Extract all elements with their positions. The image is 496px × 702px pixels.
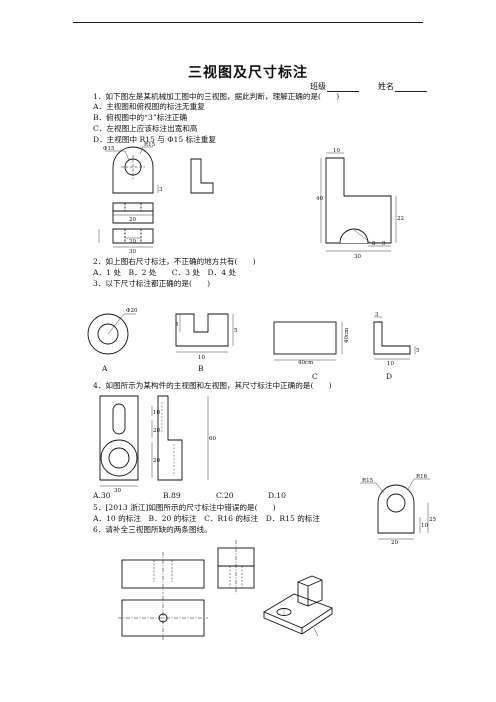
q4-option-d: D.10 — [268, 491, 286, 500]
dim-fd-w: 10 — [387, 361, 394, 367]
dim-f1-w30: 30 — [129, 249, 136, 255]
q6-stem: 6．请补全三视图所缺的两条图线。 — [93, 525, 212, 534]
dim-f1-3: 3 — [159, 187, 163, 193]
q4-option-a: A.30 — [93, 491, 111, 500]
dim-fb-w: 10 — [198, 355, 205, 361]
dim-f5-w20: 20 — [391, 540, 398, 546]
figure-q3-d: 3 5 10 — [373, 312, 420, 367]
dim-f5-d25: 25 — [429, 517, 436, 523]
q1-option-a: A．主视图和俯视图的标注无重复 — [93, 102, 205, 111]
q3-label-d: D — [386, 372, 393, 381]
q3-label-b: B — [198, 364, 204, 373]
figure-q6-views — [118, 540, 255, 640]
name-blank — [395, 83, 427, 92]
dim-f5-r15: R15 — [362, 478, 374, 484]
dim-f4-b: 20 — [153, 428, 160, 434]
q3-stem: 3．以下尺寸标注都正确的是( ) — [93, 279, 211, 288]
dim-f4-c: 20 — [153, 458, 160, 464]
dim-fd-b: 5 — [416, 348, 420, 354]
dim-f2-h40: 40 — [316, 196, 323, 202]
dim-f2-h22: 22 — [397, 216, 404, 222]
figure-q3-a: Φ20 — [87, 308, 138, 355]
figure-q5: R15 R16 10 25 20 — [360, 474, 436, 546]
dim-fb-a: 5 — [175, 322, 179, 328]
q5-options: A．10 的标注 B．20 的标注 C．R16 的标注 D．R15 的标注 — [93, 514, 320, 523]
dim-f1-w20: 20 — [129, 217, 136, 223]
class-field: 班级 — [310, 81, 359, 92]
figure-q2-front-view: 10 40 22 8 9 30 — [316, 148, 404, 260]
class-label: 班级 — [310, 82, 326, 91]
dim-f4-h: 60 — [209, 436, 216, 442]
page-title: 三视图及尺寸标注 — [188, 65, 308, 81]
name-field: 姓名 — [378, 81, 427, 92]
name-label: 姓名 — [378, 82, 394, 91]
figure-q3-b: 5 5 10 — [175, 313, 238, 361]
figure-q1-three-views: Φ15 R15 3 20 20 30 — [98, 142, 214, 255]
dim-f4-a: 10 — [153, 410, 160, 416]
dim-f2-top: 10 — [333, 148, 340, 154]
figure-q6-isometric — [263, 575, 333, 637]
q2-stem: 2．如上图右尺寸标注，不正确的地方共有( ) — [93, 257, 256, 266]
figure-q4-views: 10 20 20 60 30 — [99, 395, 216, 494]
dim-f5-d10: 10 — [421, 523, 428, 529]
q1-option-b: B．俯视图中的“3”标注正确 — [93, 113, 188, 122]
q4-stem: 4．如图所示为某构件的主视图和左视图，其尺寸标注中正确的是( ) — [93, 381, 332, 390]
dim-f1-phi: Φ15 — [103, 146, 115, 152]
dim-f2-w30: 30 — [354, 254, 361, 260]
figure-q3-c: 40cm 40cm — [273, 321, 350, 366]
dim-fa-phi: Φ20 — [126, 308, 138, 314]
dim-fc-h: 40cm — [344, 327, 350, 343]
dim-f2-b9: 9 — [382, 241, 386, 247]
q5-stem: 5．[2013 浙江]如图所示的尺寸标注中错误的是( ) — [93, 503, 276, 512]
dim-f1-r: R15 — [144, 142, 156, 148]
q1-option-c: C．左视图上应该标注出宽和高 — [93, 124, 198, 133]
dim-f2-b8: 8 — [372, 241, 376, 247]
dim-fc-w: 40cm — [298, 360, 314, 366]
top-rule — [73, 22, 423, 23]
q3-label-a: A — [102, 364, 108, 373]
q4-option-c: C.20 — [216, 491, 234, 500]
q1-option-d: D．主视图中 R15 与 Φ15 标注重复 — [93, 135, 216, 144]
q2-options: A．1 处 B．2 处 C．3 处 D．4 处 — [93, 268, 237, 277]
class-blank — [327, 83, 359, 92]
q3-label-c: C — [312, 372, 318, 381]
dim-fb-b: 5 — [234, 328, 238, 334]
q1-stem: 1．如下图左是某机械加工图中的三视图，据此判断，理解正确的是( ) — [93, 92, 340, 101]
dim-f1-w20b: 20 — [129, 239, 136, 245]
dim-f5-r16: R16 — [416, 474, 428, 480]
q4-option-b: B.89 — [163, 491, 181, 500]
dim-fd-a: 3 — [375, 312, 379, 318]
dim-f4-w: 30 — [114, 488, 121, 494]
